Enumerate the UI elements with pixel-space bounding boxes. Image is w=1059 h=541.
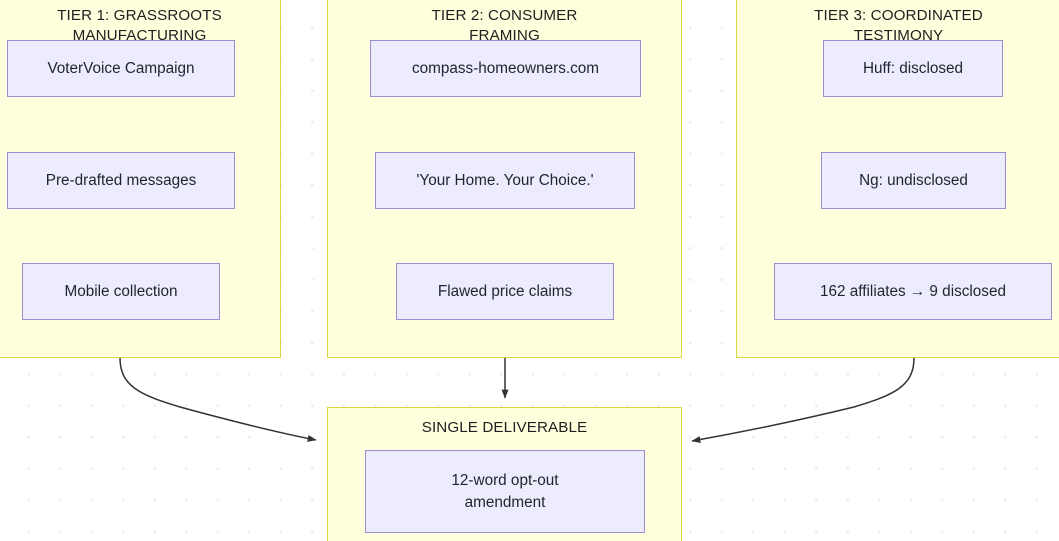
node-pre-drafted-messages[interactable]: Pre-drafted messages (7, 152, 235, 209)
node-compass-homeowners-site-label: compass-homeowners.com (411, 59, 600, 77)
node-12-word-opt-out-amendment[interactable]: 12-word opt-out amendment (365, 450, 645, 533)
edge-tier3-to-deliverable (691, 357, 915, 443)
node-162-affiliates-disclosed[interactable]: 162 affiliates → 9 disclosed (774, 263, 1052, 320)
cluster-tier-2-title: TIER 2: CONSUMER FRAMING (431, 7, 578, 45)
node-12-word-opt-out-amendment-label: 12-word opt-out amendment (451, 472, 559, 511)
cluster-tier-3-title: TIER 3: COORDINATED TESTIMONY (814, 7, 983, 45)
node-flawed-price-claims[interactable]: Flawed price claims (396, 263, 614, 320)
node-huff-disclosed-label: Huff: disclosed (862, 59, 964, 77)
cluster-tier-1-title: TIER 1: GRASSROOTS MANUFACTURING (57, 7, 222, 45)
node-your-home-your-choice-label: 'Your Home. Your Choice.' (416, 171, 594, 189)
node-votervoice-campaign-label: VoterVoice Campaign (47, 59, 195, 77)
edge-tier1-to-deliverable (119, 357, 317, 442)
node-ng-undisclosed[interactable]: Ng: undisclosed (821, 152, 1006, 209)
node-ng-undisclosed-label: Ng: undisclosed (859, 171, 968, 189)
node-mobile-collection[interactable]: Mobile collection (22, 263, 220, 320)
node-compass-homeowners-site[interactable]: compass-homeowners.com (370, 40, 641, 97)
cluster-single-deliverable-title: SINGLE DELIVERABLE (421, 419, 588, 436)
node-flawed-price-claims-label: Flawed price claims (437, 282, 573, 300)
node-votervoice-campaign[interactable]: VoterVoice Campaign (7, 40, 235, 97)
node-your-home-your-choice[interactable]: 'Your Home. Your Choice.' (375, 152, 635, 209)
node-mobile-collection-label: Mobile collection (64, 282, 178, 300)
node-huff-disclosed[interactable]: Huff: disclosed (823, 40, 1003, 97)
node-162-affiliates-disclosed-label: 162 affiliates → 9 disclosed (820, 282, 1006, 300)
node-pre-drafted-messages-label: Pre-drafted messages (45, 171, 197, 189)
